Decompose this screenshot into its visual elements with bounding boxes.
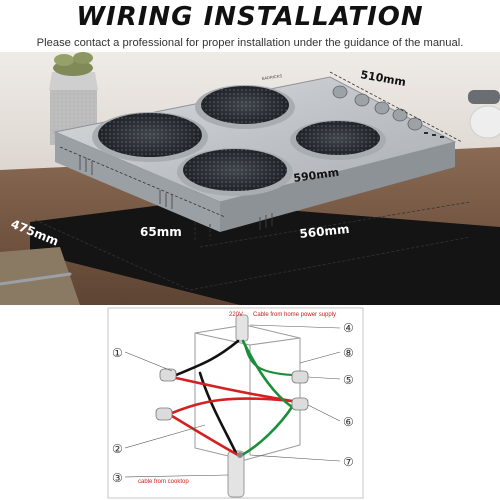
callout-2: ② bbox=[112, 442, 123, 456]
cooktop-front-side bbox=[55, 132, 220, 232]
control-knobs bbox=[332, 85, 423, 131]
indicator-lights bbox=[424, 132, 444, 138]
fork-decor bbox=[0, 272, 72, 286]
callout-3: ③ bbox=[112, 471, 123, 485]
wiring-diagram: ① ② ③ ④ ⑤ ⑥ ⑦ ⑧ 220V Cable from home pow… bbox=[0, 305, 500, 500]
burner-rear-left bbox=[195, 85, 295, 129]
cooktop-vents bbox=[79, 156, 273, 230]
dimension-guides bbox=[34, 71, 471, 291]
countertop-cutout bbox=[30, 202, 500, 305]
dim-height: 65mm bbox=[140, 225, 182, 239]
callout-1: ① bbox=[112, 346, 123, 360]
callout-6: ⑥ bbox=[343, 415, 354, 429]
plate-decor bbox=[469, 105, 500, 139]
burner-rear-right bbox=[290, 120, 386, 160]
burner-front-left bbox=[92, 112, 208, 162]
ground-screw bbox=[237, 452, 243, 458]
cooktop-photo: BADRICKS 510mm 590mm 475mm 65mm 560mm bbox=[0, 52, 500, 305]
supply-label: Cable from home power supply bbox=[253, 312, 336, 318]
cooktop-right-side bbox=[220, 142, 455, 232]
wire-nuts bbox=[155, 368, 309, 421]
dim-width: 560mm bbox=[299, 222, 350, 241]
cooktop-label: cable from cooktop bbox=[138, 479, 189, 485]
callout-5: ⑤ bbox=[343, 373, 354, 387]
cooktop-conduit bbox=[227, 450, 245, 498]
supply-conduit bbox=[235, 314, 249, 342]
kettle-decor bbox=[468, 90, 500, 104]
towel-decor bbox=[0, 247, 80, 305]
diagram-frame bbox=[107, 307, 364, 499]
burner-front-right bbox=[177, 148, 293, 196]
page-title: WIRING INSTALLATION bbox=[76, 2, 424, 32]
brand-label: BADRICKS bbox=[261, 73, 282, 81]
page-subtitle: Please contact a professional for proper… bbox=[36, 37, 464, 49]
dim-depth-burner: 590mm bbox=[293, 166, 340, 185]
callout-7: ⑦ bbox=[343, 455, 354, 469]
leader-lines bbox=[124, 324, 341, 478]
voltage-label: 220V bbox=[229, 312, 243, 318]
callout-8: ⑧ bbox=[343, 346, 354, 360]
callout-4: ④ bbox=[343, 321, 354, 335]
wires bbox=[170, 339, 294, 457]
callouts: ① ② ③ ④ ⑤ ⑥ ⑦ ⑧ bbox=[112, 321, 354, 485]
